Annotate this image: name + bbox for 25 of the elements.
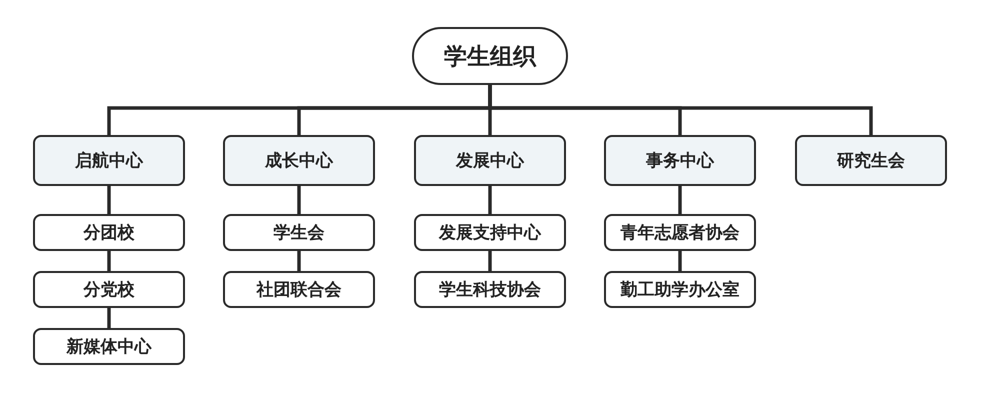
center-box: 研究生会 [795, 135, 947, 186]
connector-line [488, 85, 873, 135]
connector-line [488, 251, 492, 271]
connector-line [678, 186, 682, 214]
unit-box: 学生会 [223, 214, 375, 251]
unit-box: 学生科技协会 [414, 271, 566, 308]
center-box: 启航中心 [33, 135, 185, 186]
center-box: 成长中心 [223, 135, 375, 186]
unit-box: 社团联合会 [223, 271, 375, 308]
unit-box: 勤工助学办公室 [604, 271, 756, 308]
connector-line [107, 308, 111, 328]
connector-line [678, 251, 682, 271]
center-box: 事务中心 [604, 135, 756, 186]
unit-box: 青年志愿者协会 [604, 214, 756, 251]
connector-line [297, 251, 301, 271]
unit-box: 分党校 [33, 271, 185, 308]
connector-line [107, 251, 111, 271]
connector-line [107, 186, 111, 214]
unit-box: 发展支持中心 [414, 214, 566, 251]
connector-line [488, 186, 492, 214]
center-box: 发展中心 [414, 135, 566, 186]
unit-box: 分团校 [33, 214, 185, 251]
unit-box: 新媒体中心 [33, 328, 185, 365]
connector-line [297, 186, 301, 214]
root-box: 学生组织 [412, 27, 568, 85]
